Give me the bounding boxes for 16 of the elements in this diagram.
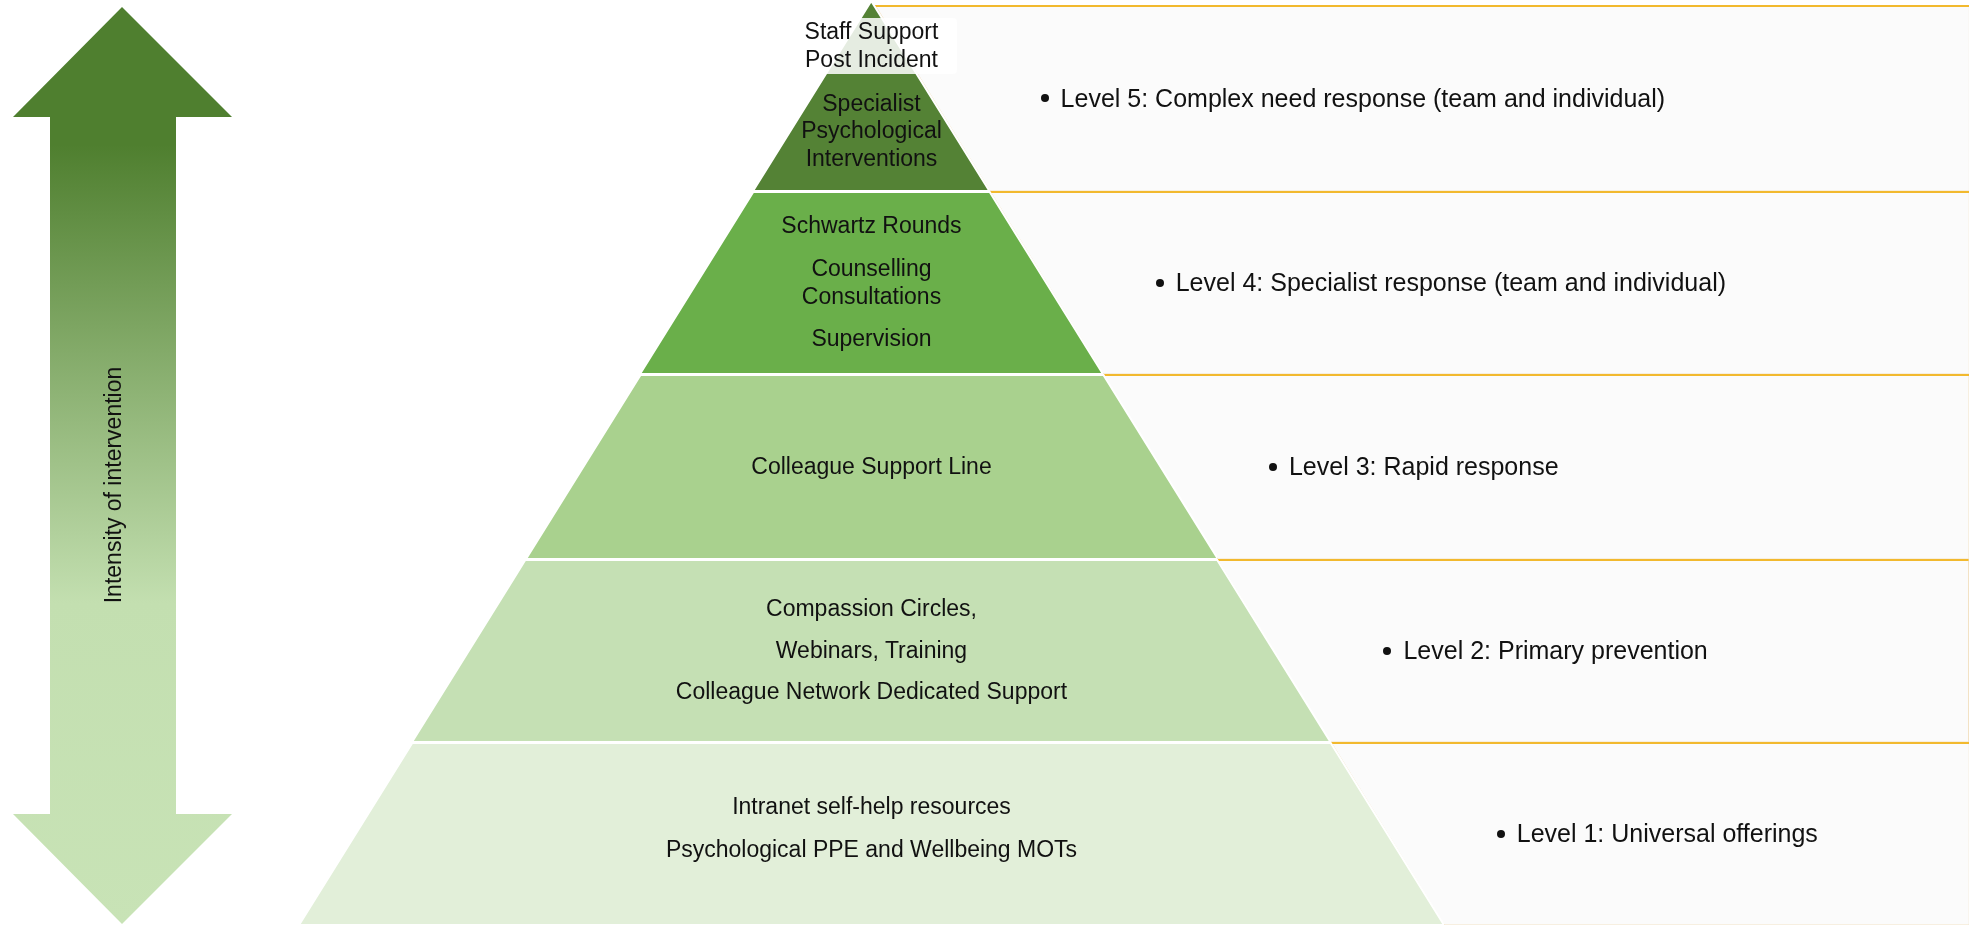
level-description: Level 4: Specialist response (team and individual) (1175, 268, 1726, 297)
level-item: Compassion Circles, (766, 595, 977, 623)
level-item: Counselling Consultations (800, 254, 943, 311)
level-item: Specialist Psychological Interventions (800, 89, 943, 173)
level-item: Intranet self-help resources (732, 792, 1011, 821)
axis-label: Intensity of intervention (99, 366, 127, 604)
level-item: Colleague Support Line (751, 452, 992, 481)
level-description: Level 5: Complex need response (team and individual) (1060, 83, 1666, 113)
level-item: Schwartz Rounds (781, 212, 962, 240)
level-item: Colleague Network Dedicated Support (675, 678, 1068, 706)
level-description: Level 1: Universal offerings (1516, 819, 1818, 848)
level-item: Supervision (811, 325, 932, 353)
level-item: Psychological PPE and Wellbeing MOTs (665, 836, 1078, 865)
level-description: Level 3: Rapid response (1288, 452, 1559, 481)
level-item: Webinars, Training (775, 636, 968, 665)
level-description: Level 2: Primary prevention (1403, 636, 1708, 665)
